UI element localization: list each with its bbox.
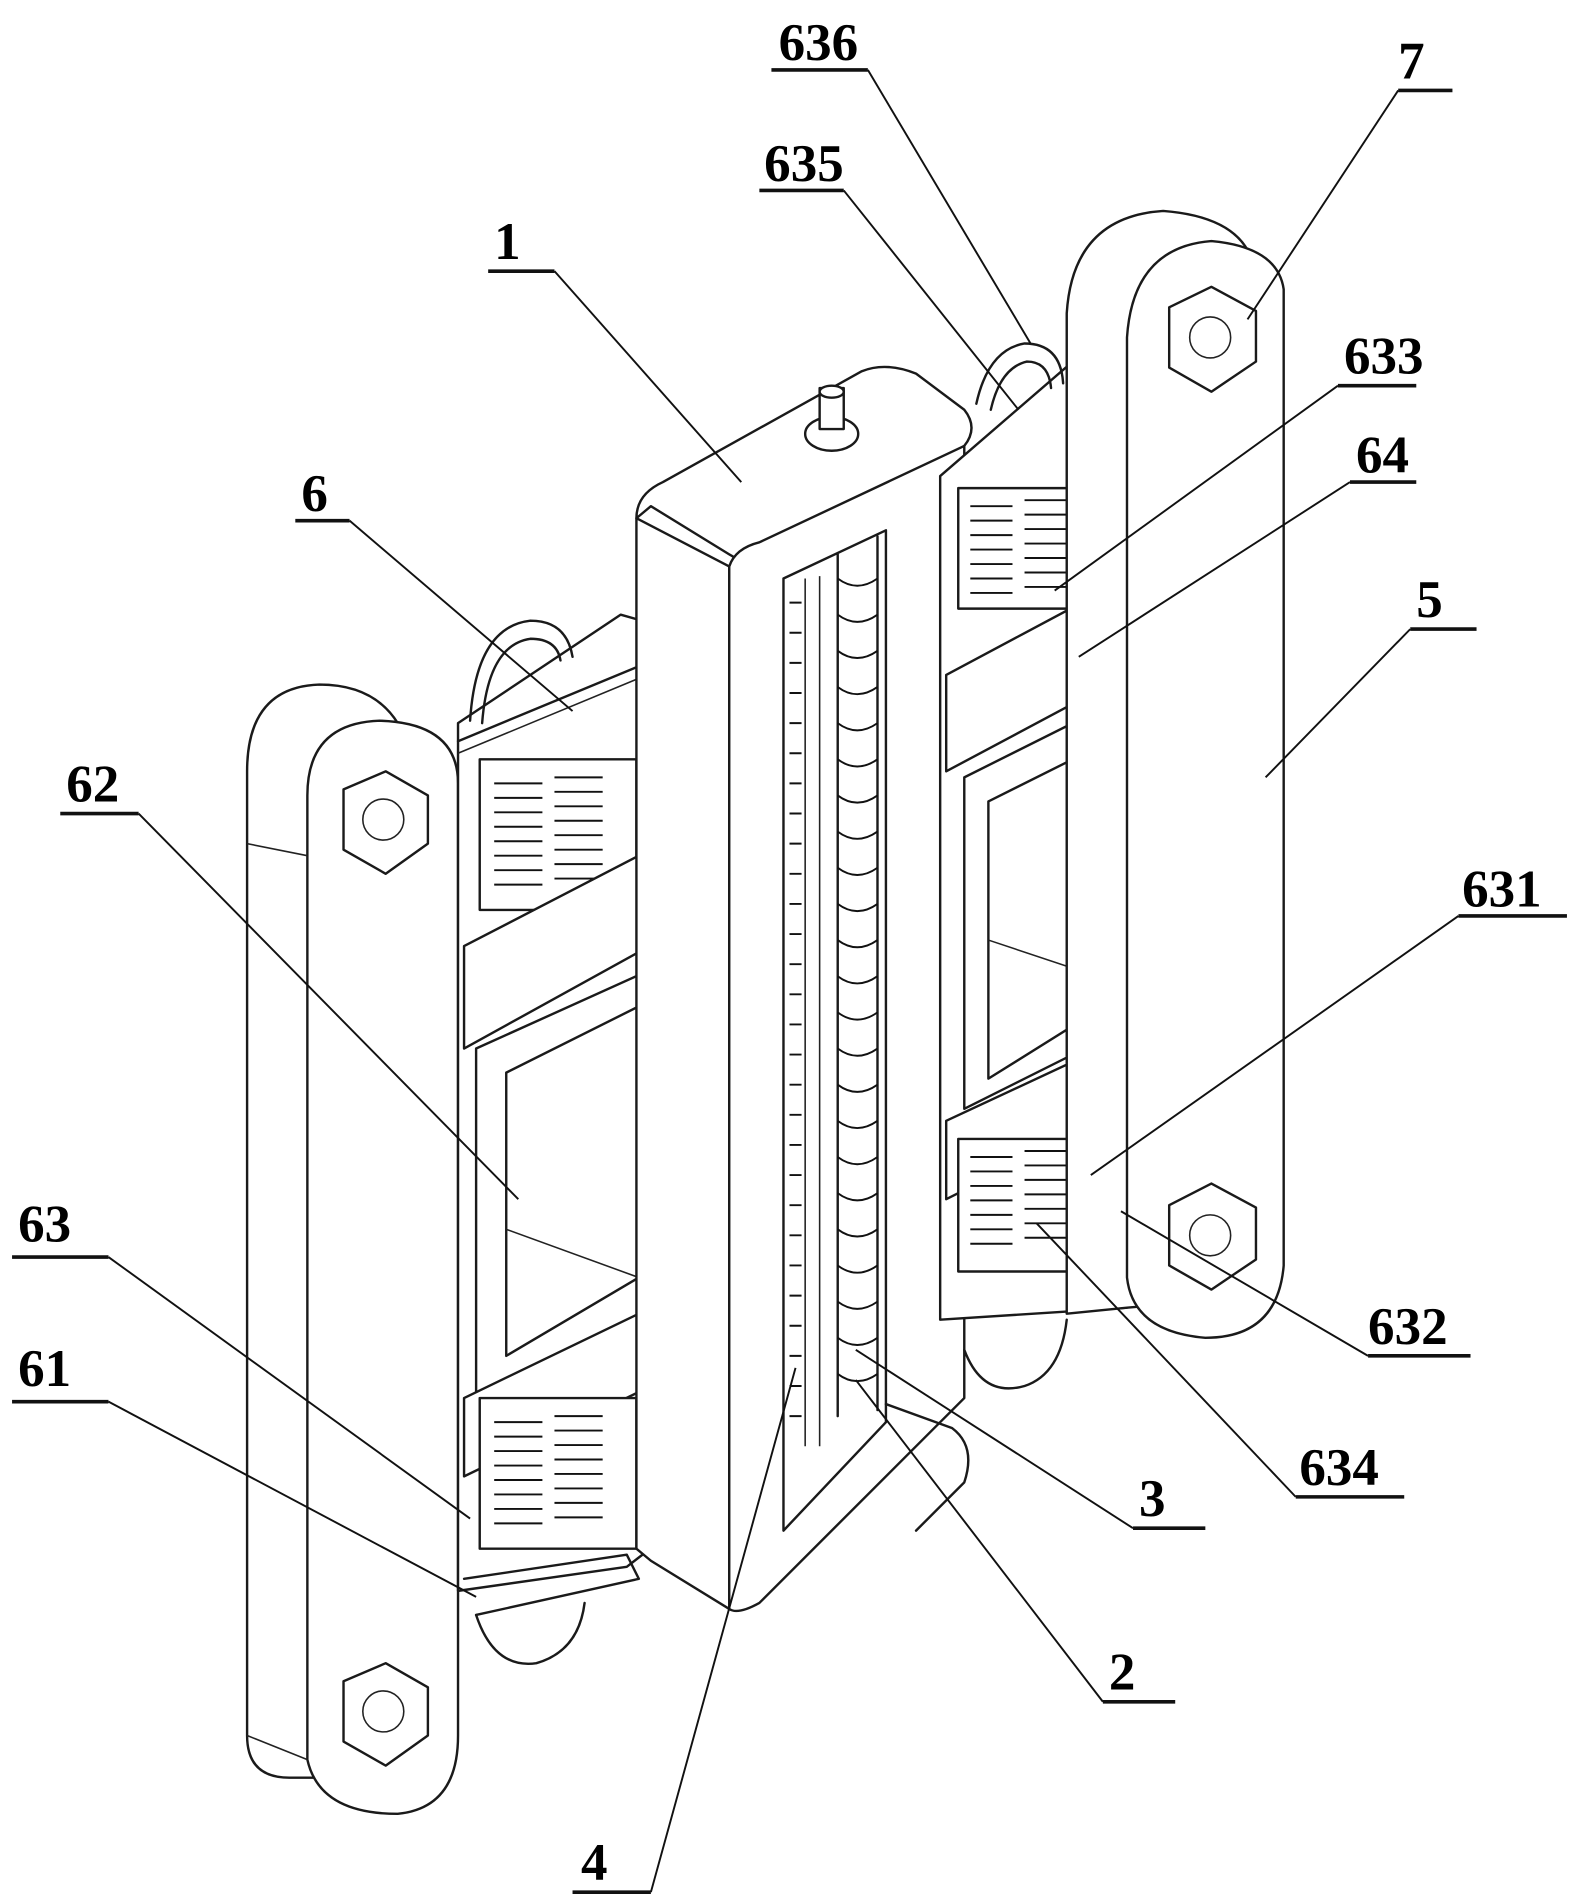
label-636: 636	[779, 14, 859, 72]
label-4: 4	[581, 1834, 608, 1892]
label-61: 61	[18, 1340, 71, 1398]
label-634: 634	[1299, 1439, 1379, 1497]
hex-nut-icon	[1167, 285, 1258, 393]
rack-icon	[789, 576, 821, 1447]
hex-nut-icon	[1167, 1182, 1258, 1291]
hex-nut-icon	[342, 770, 430, 875]
label-631: 631	[1462, 860, 1542, 918]
label-62: 62	[66, 755, 119, 813]
label-63: 63	[18, 1195, 71, 1253]
screw-rod-icon	[836, 535, 879, 1418]
label-6: 6	[301, 465, 328, 523]
label-1: 1	[494, 213, 521, 271]
label-64: 64	[1356, 426, 1409, 484]
hex-nut-icon	[342, 1661, 430, 1767]
label-3: 3	[1139, 1470, 1166, 1528]
label-633: 633	[1344, 328, 1424, 386]
label-635: 635	[764, 135, 844, 193]
label-5: 5	[1416, 571, 1443, 629]
central-body	[635, 365, 973, 1613]
spring-icon	[970, 499, 1067, 594]
label-7: 7	[1398, 32, 1425, 90]
spring-icon	[494, 776, 603, 886]
reference-labels: 636 7 635 1 633 64 6 5 62 631	[12, 14, 1567, 1894]
spring-icon	[970, 1150, 1067, 1245]
spring-icon	[494, 1415, 603, 1525]
label-2: 2	[1109, 1644, 1136, 1702]
label-632: 632	[1368, 1298, 1448, 1356]
left-mounting-plate	[245, 683, 460, 1816]
right-mounting-plate	[1065, 209, 1285, 1339]
